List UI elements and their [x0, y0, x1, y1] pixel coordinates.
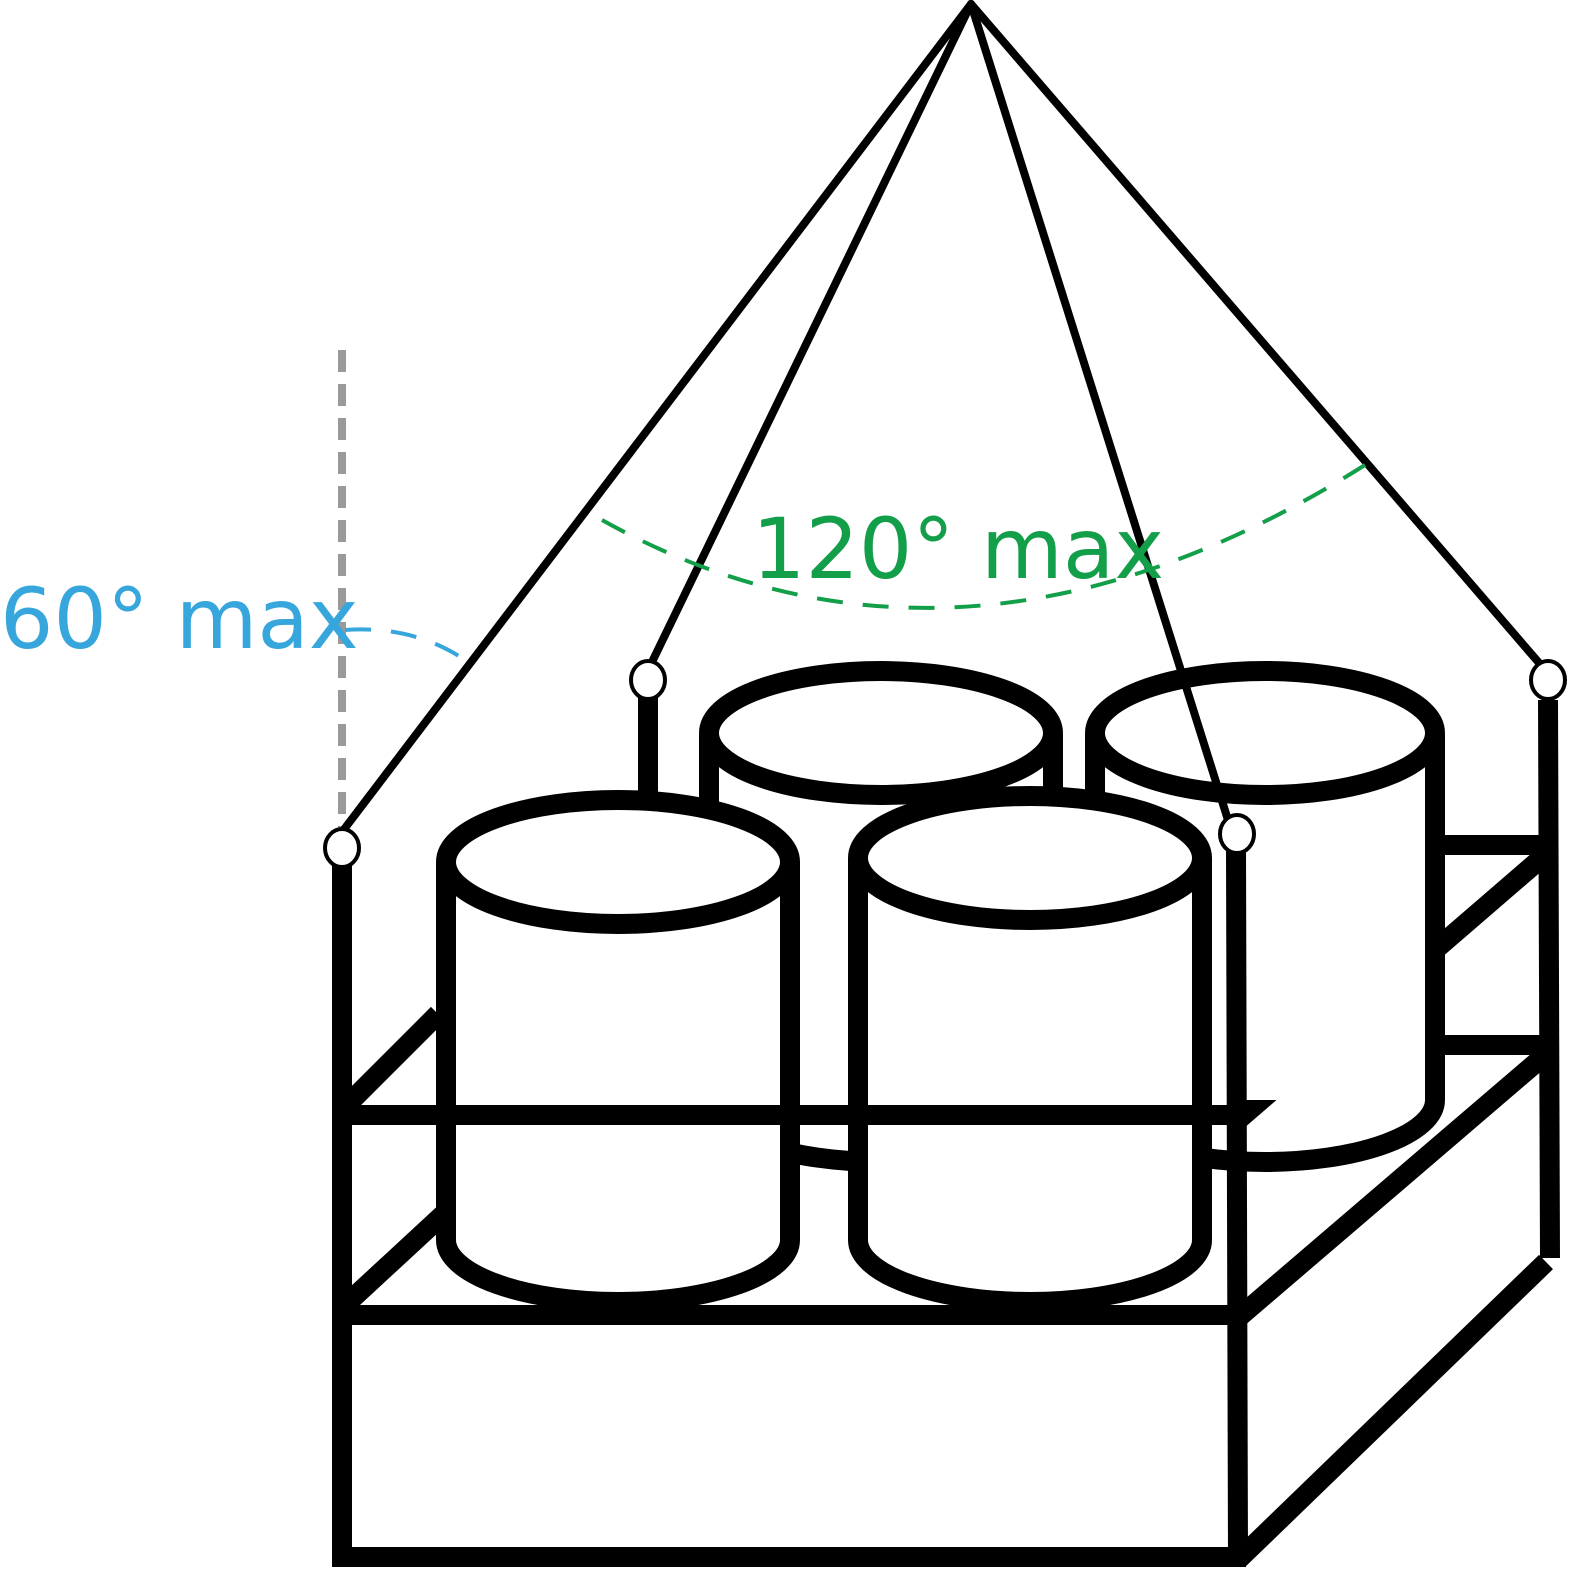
shackle-right [1529, 659, 1567, 701]
single-leg-angle-arc [344, 627, 470, 664]
single-leg-angle-label: 60° max [0, 570, 359, 668]
lifting-posts [332, 695, 1248, 1565]
lifting-slings [338, 0, 1544, 836]
included-angle-arc [601, 463, 1367, 610]
drum-front-left [436, 790, 800, 1312]
shackle-mid-right [1218, 813, 1256, 855]
shackle-mid-left [629, 659, 667, 701]
shackles [323, 659, 1567, 869]
shackle-left [323, 827, 361, 869]
frame-front [332, 1105, 1246, 1567]
drum-front-right [848, 786, 1212, 1312]
included-angle-label: 120° max [752, 500, 1164, 598]
